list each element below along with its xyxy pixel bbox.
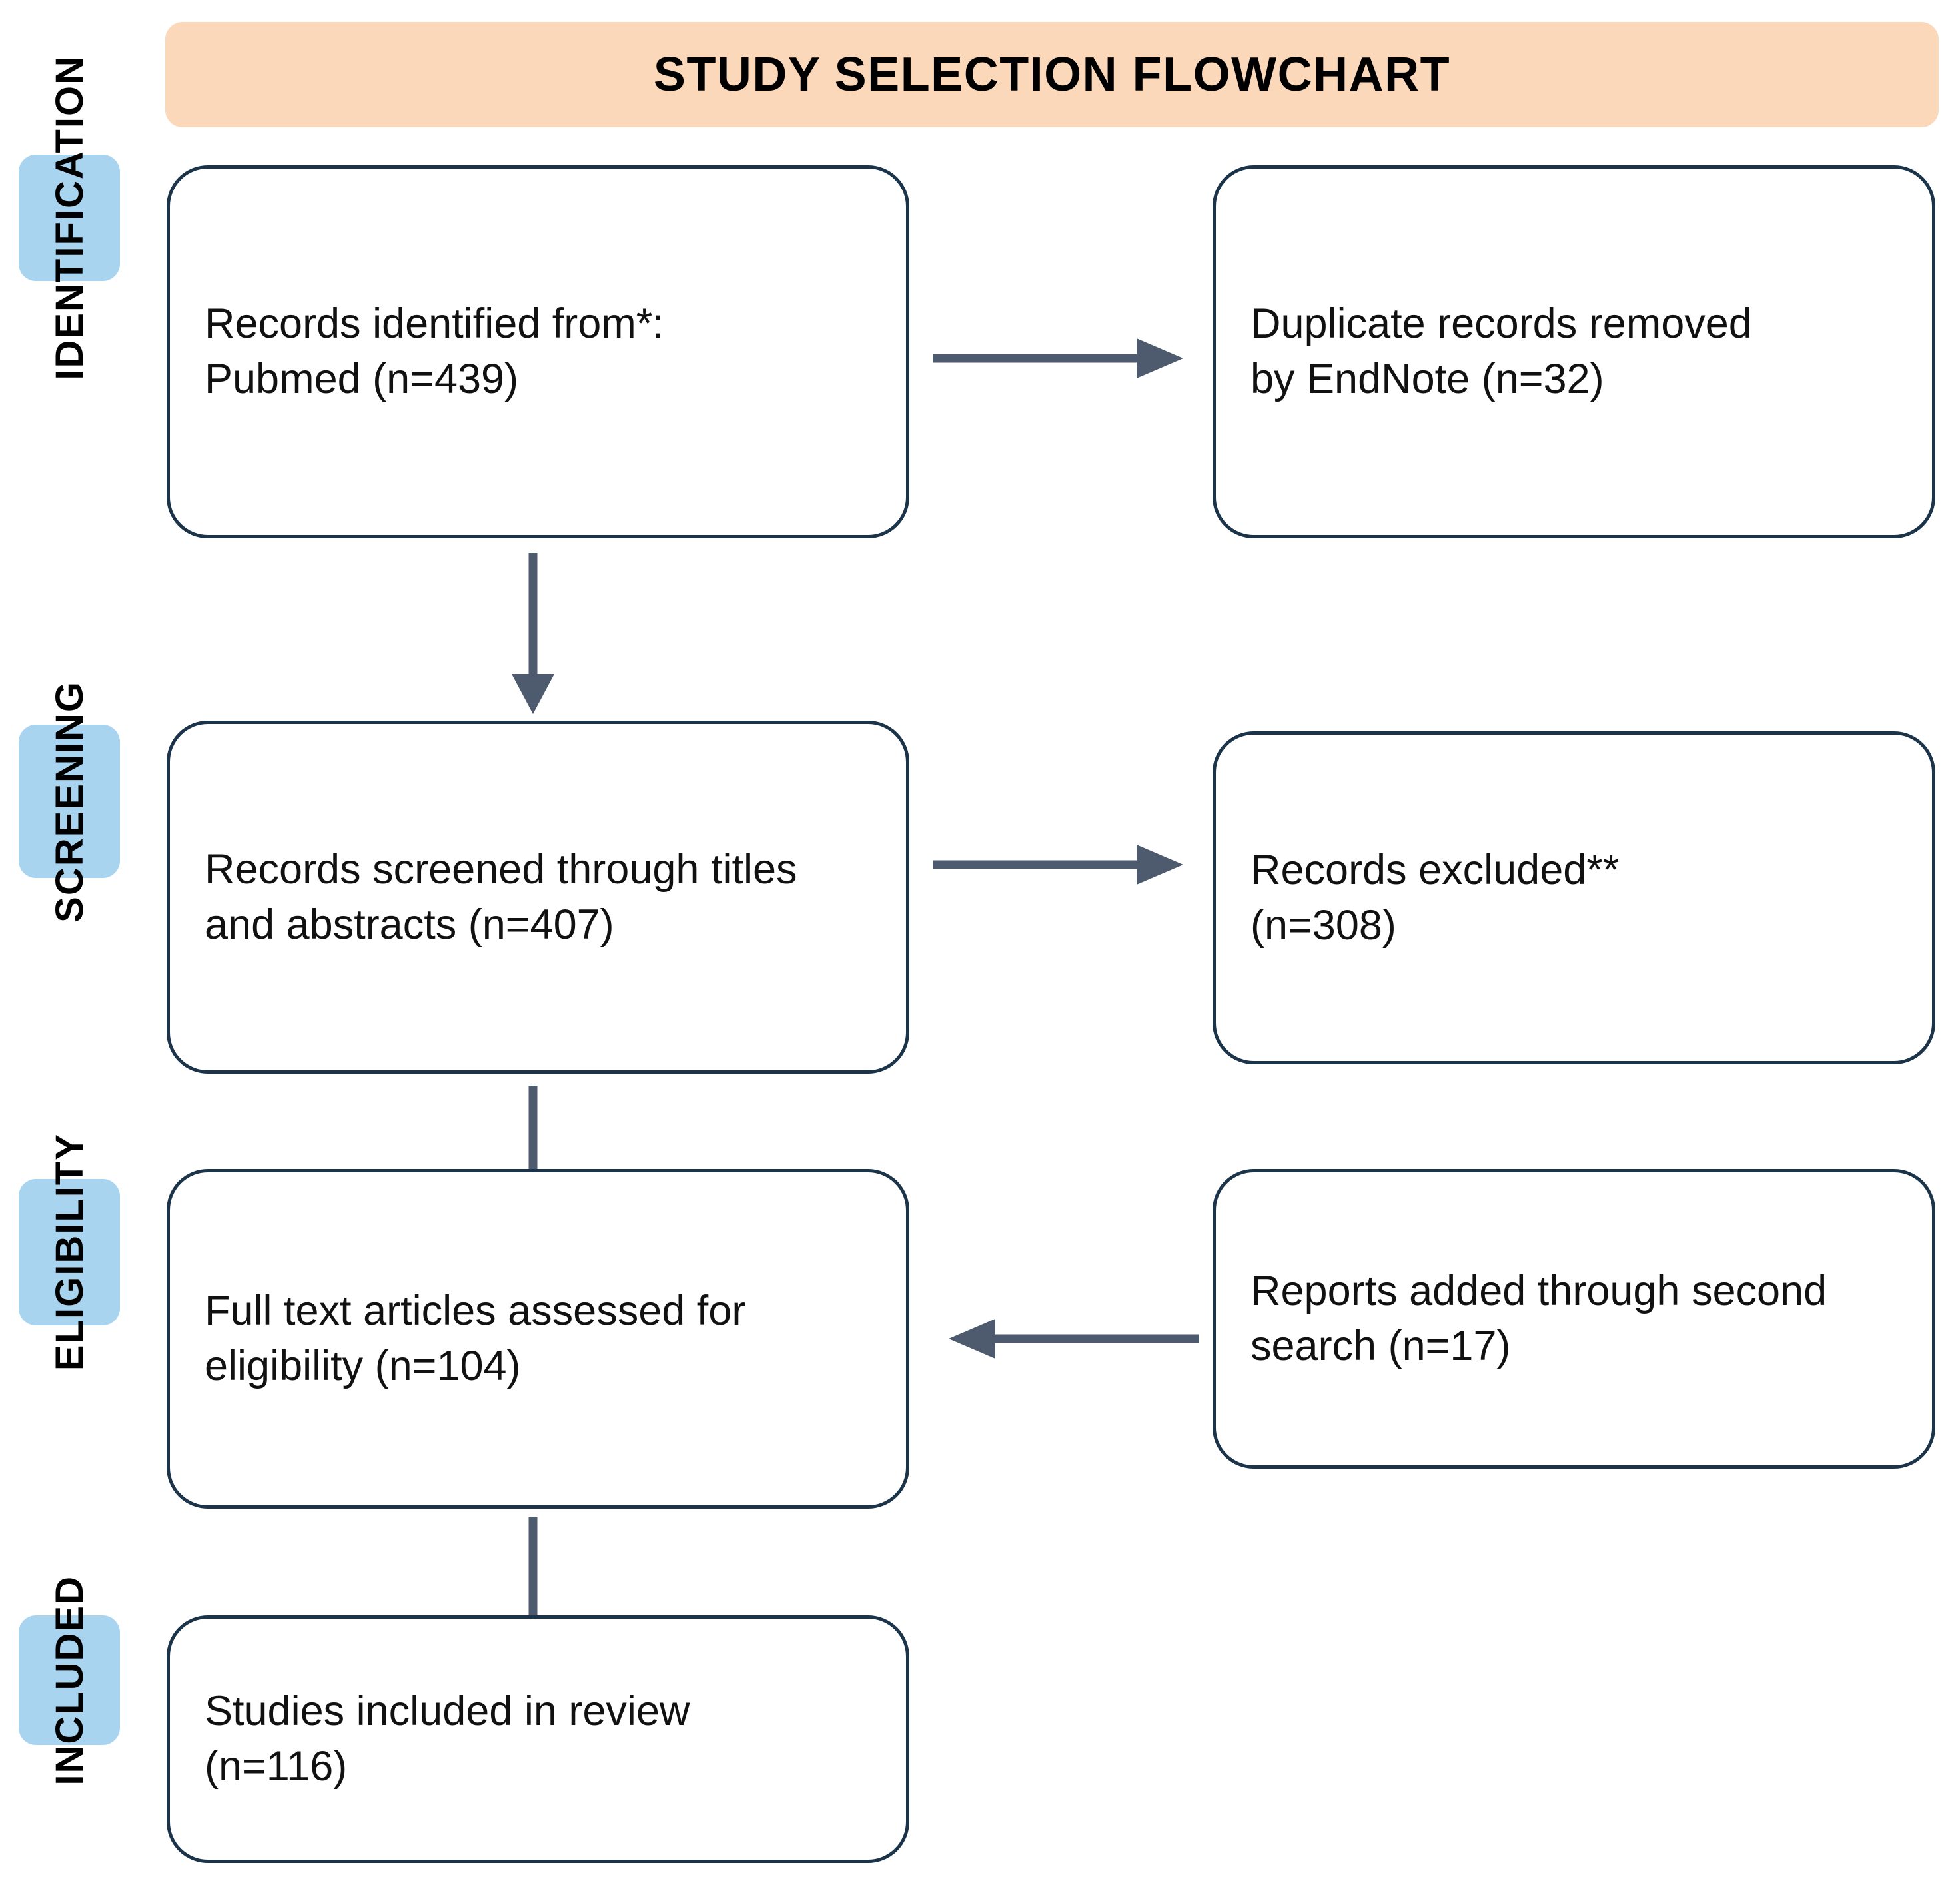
box-records-screened: Records screened through titles and abst… [167, 721, 909, 1074]
box-records-excluded-text: Records excluded** (n=308) [1250, 846, 1620, 948]
stage-pill-eligibility: ELIGIBILITY [19, 1133, 120, 1371]
stage-label-identification: IDENTIFICATION [47, 55, 91, 380]
flowchart-title-banner: STUDY SELECTION FLOWCHART [165, 22, 1939, 127]
box-studies-included: Studies included in review (n=116) [167, 1615, 909, 1863]
arrow-identified-to-screened [506, 553, 560, 718]
box-duplicates-removed: Duplicate records removed by EndNote (n=… [1213, 165, 1935, 538]
box-reports-added: Reports added through second search (n=1… [1213, 1169, 1935, 1469]
box-duplicates-removed-text: Duplicate records removed by EndNote (n=… [1250, 300, 1752, 402]
stage-label-eligibility: ELIGIBILITY [47, 1133, 91, 1371]
stage-label-screening: SCREENING [47, 680, 91, 923]
box-records-screened-text: Records screened through titles and abst… [205, 845, 797, 948]
arrow-identified-to-duplicates [933, 332, 1193, 385]
box-records-excluded: Records excluded** (n=308) [1213, 731, 1935, 1064]
stage-label-included: INCLUDED [47, 1575, 91, 1786]
box-records-identified-text: Records identified from*: Pubmed (n=439) [205, 300, 664, 402]
arrow-reports-to-fulltext [933, 1312, 1199, 1365]
box-studies-included-text: Studies included in review (n=116) [205, 1687, 690, 1790]
arrow-screened-to-excluded [933, 838, 1193, 891]
box-records-identified: Records identified from*: Pubmed (n=439) [167, 165, 909, 538]
stage-pill-identification: IDENTIFICATION [19, 55, 120, 380]
box-full-text-assessed: Full text articles assessed for eligibil… [167, 1169, 909, 1509]
stage-pill-screening: SCREENING [19, 681, 120, 922]
box-reports-added-text: Reports added through second search (n=1… [1250, 1267, 1827, 1369]
stage-pill-included: INCLUDED [19, 1575, 120, 1785]
page-title: STUDY SELECTION FLOWCHART [653, 48, 1451, 101]
box-full-text-assessed-text: Full text articles assessed for eligibil… [205, 1287, 746, 1389]
